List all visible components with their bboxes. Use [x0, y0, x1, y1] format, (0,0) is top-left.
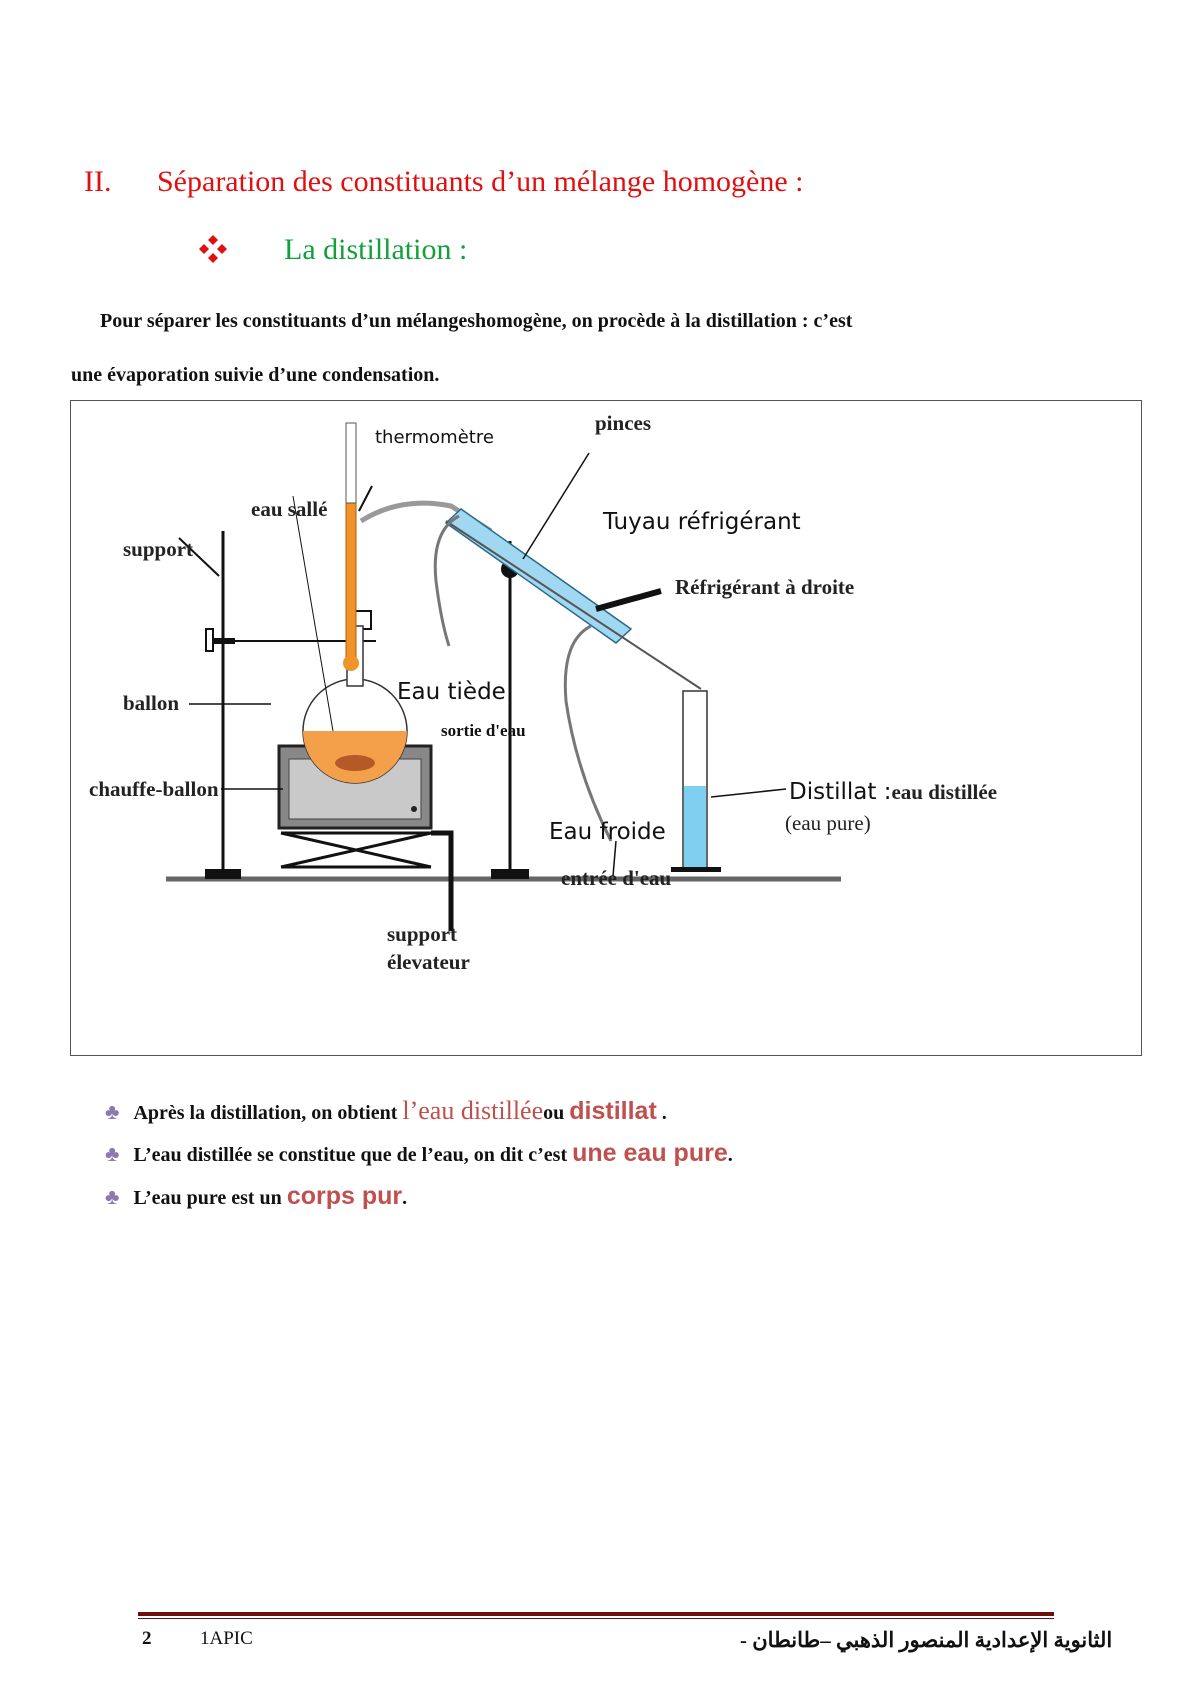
footer-class: 1APIC	[200, 1628, 253, 1649]
label-eau-tiede: Eau tiède	[397, 679, 506, 705]
label-eau-pure: (eau pure)	[785, 811, 871, 835]
footer-page-number: 2	[142, 1628, 152, 1649]
bullet-text: L’eau distillée se constitue que de l’ea…	[133, 1144, 573, 1166]
label-tuyau-refrigerant: Tuyau réfrigérant	[603, 509, 801, 535]
footer-school-name: الثانوية الإعدادية المنصور الذهبي –طانطا…	[740, 1628, 1113, 1652]
subsection-title: La distillation :	[284, 233, 468, 266]
intro-line-2: une évaporation suivie d’une condensatio…	[71, 364, 440, 386]
condenser-jacket	[444, 508, 633, 644]
distillation-figure: thermomètre pinces eau sallé Tuyau réfri…	[70, 400, 1142, 1056]
bullet-text: L’eau pure est un	[133, 1187, 287, 1209]
bullet-text-end: .	[402, 1187, 408, 1209]
condenser-inner-tube	[445, 520, 702, 690]
intro-line-1: Pour séparer les constituants d’un mélan…	[100, 310, 853, 332]
label-sortie-eau: sortie d'eau	[441, 721, 526, 740]
bullet-corps-pur: ♣ L’eau pure est un corps pur.	[105, 1182, 407, 1211]
bullet-eau-pure: ♣ L’eau distillée se constitue que de l’e…	[105, 1139, 733, 1168]
label-chauffe-ballon: chauffe-ballon	[89, 777, 219, 801]
thermometer-bulb	[343, 655, 359, 671]
label-entree-eau: entrée d'eau	[561, 866, 672, 890]
label-support-elevateur-2: élevateur	[387, 950, 470, 974]
label-thermometre: thermomètre	[375, 427, 494, 448]
label-eau-salee: eau sallé	[251, 497, 328, 521]
bullet-distillation-result: ♣ Après la distillation, on obtient l’eau…	[105, 1096, 667, 1126]
highlight-distillat: distillat	[569, 1097, 657, 1125]
water-outlet-tube	[433, 514, 460, 647]
highlight-eau-pure: une eau pure	[572, 1139, 728, 1167]
highlight-eau-distillee: l’eau distillée	[402, 1096, 544, 1125]
diamond-bullet-icon	[199, 235, 227, 263]
label-refrigerant-droite: Réfrigérant à droite	[675, 575, 855, 599]
bullet-text: Après la distillation, on obtient	[133, 1102, 403, 1124]
footer-rule-thin	[138, 1618, 1054, 1619]
section-title: Séparation des constituants d’un mélange…	[157, 165, 804, 198]
clamp-screw	[205, 628, 214, 652]
label-eau-distillee: eau distillée	[891, 780, 998, 804]
label-support-elevateur-1: support	[387, 922, 458, 946]
jack-handle	[431, 830, 454, 931]
highlight-corps-pur: corps pur	[286, 1182, 403, 1210]
label-ballon: ballon	[123, 691, 180, 715]
left-stand-base	[205, 869, 241, 879]
club-bullet-icon: ♣	[105, 1099, 120, 1124]
label-distillat: Distillat :	[789, 779, 892, 805]
bullet-text-mid: ou	[543, 1102, 570, 1124]
label-distillat-group: Distillat :eau distillée	[789, 779, 997, 805]
label-pinces: pinces	[595, 411, 652, 435]
label-eau-froide: Eau froide	[549, 819, 666, 845]
heater-knob	[411, 806, 417, 812]
water-inlet-tube	[563, 624, 613, 842]
distillation-diagram	[166, 422, 841, 931]
club-bullet-icon: ♣	[105, 1184, 120, 1209]
section-number: II.	[84, 165, 112, 198]
bullet-text-end: .	[727, 1144, 733, 1166]
club-bullet-icon: ♣	[105, 1141, 120, 1166]
bullet-text-end: .	[656, 1102, 667, 1124]
distillate-liquid	[684, 786, 706, 868]
label-support: support	[123, 537, 194, 561]
footer-rule	[138, 1612, 1054, 1616]
